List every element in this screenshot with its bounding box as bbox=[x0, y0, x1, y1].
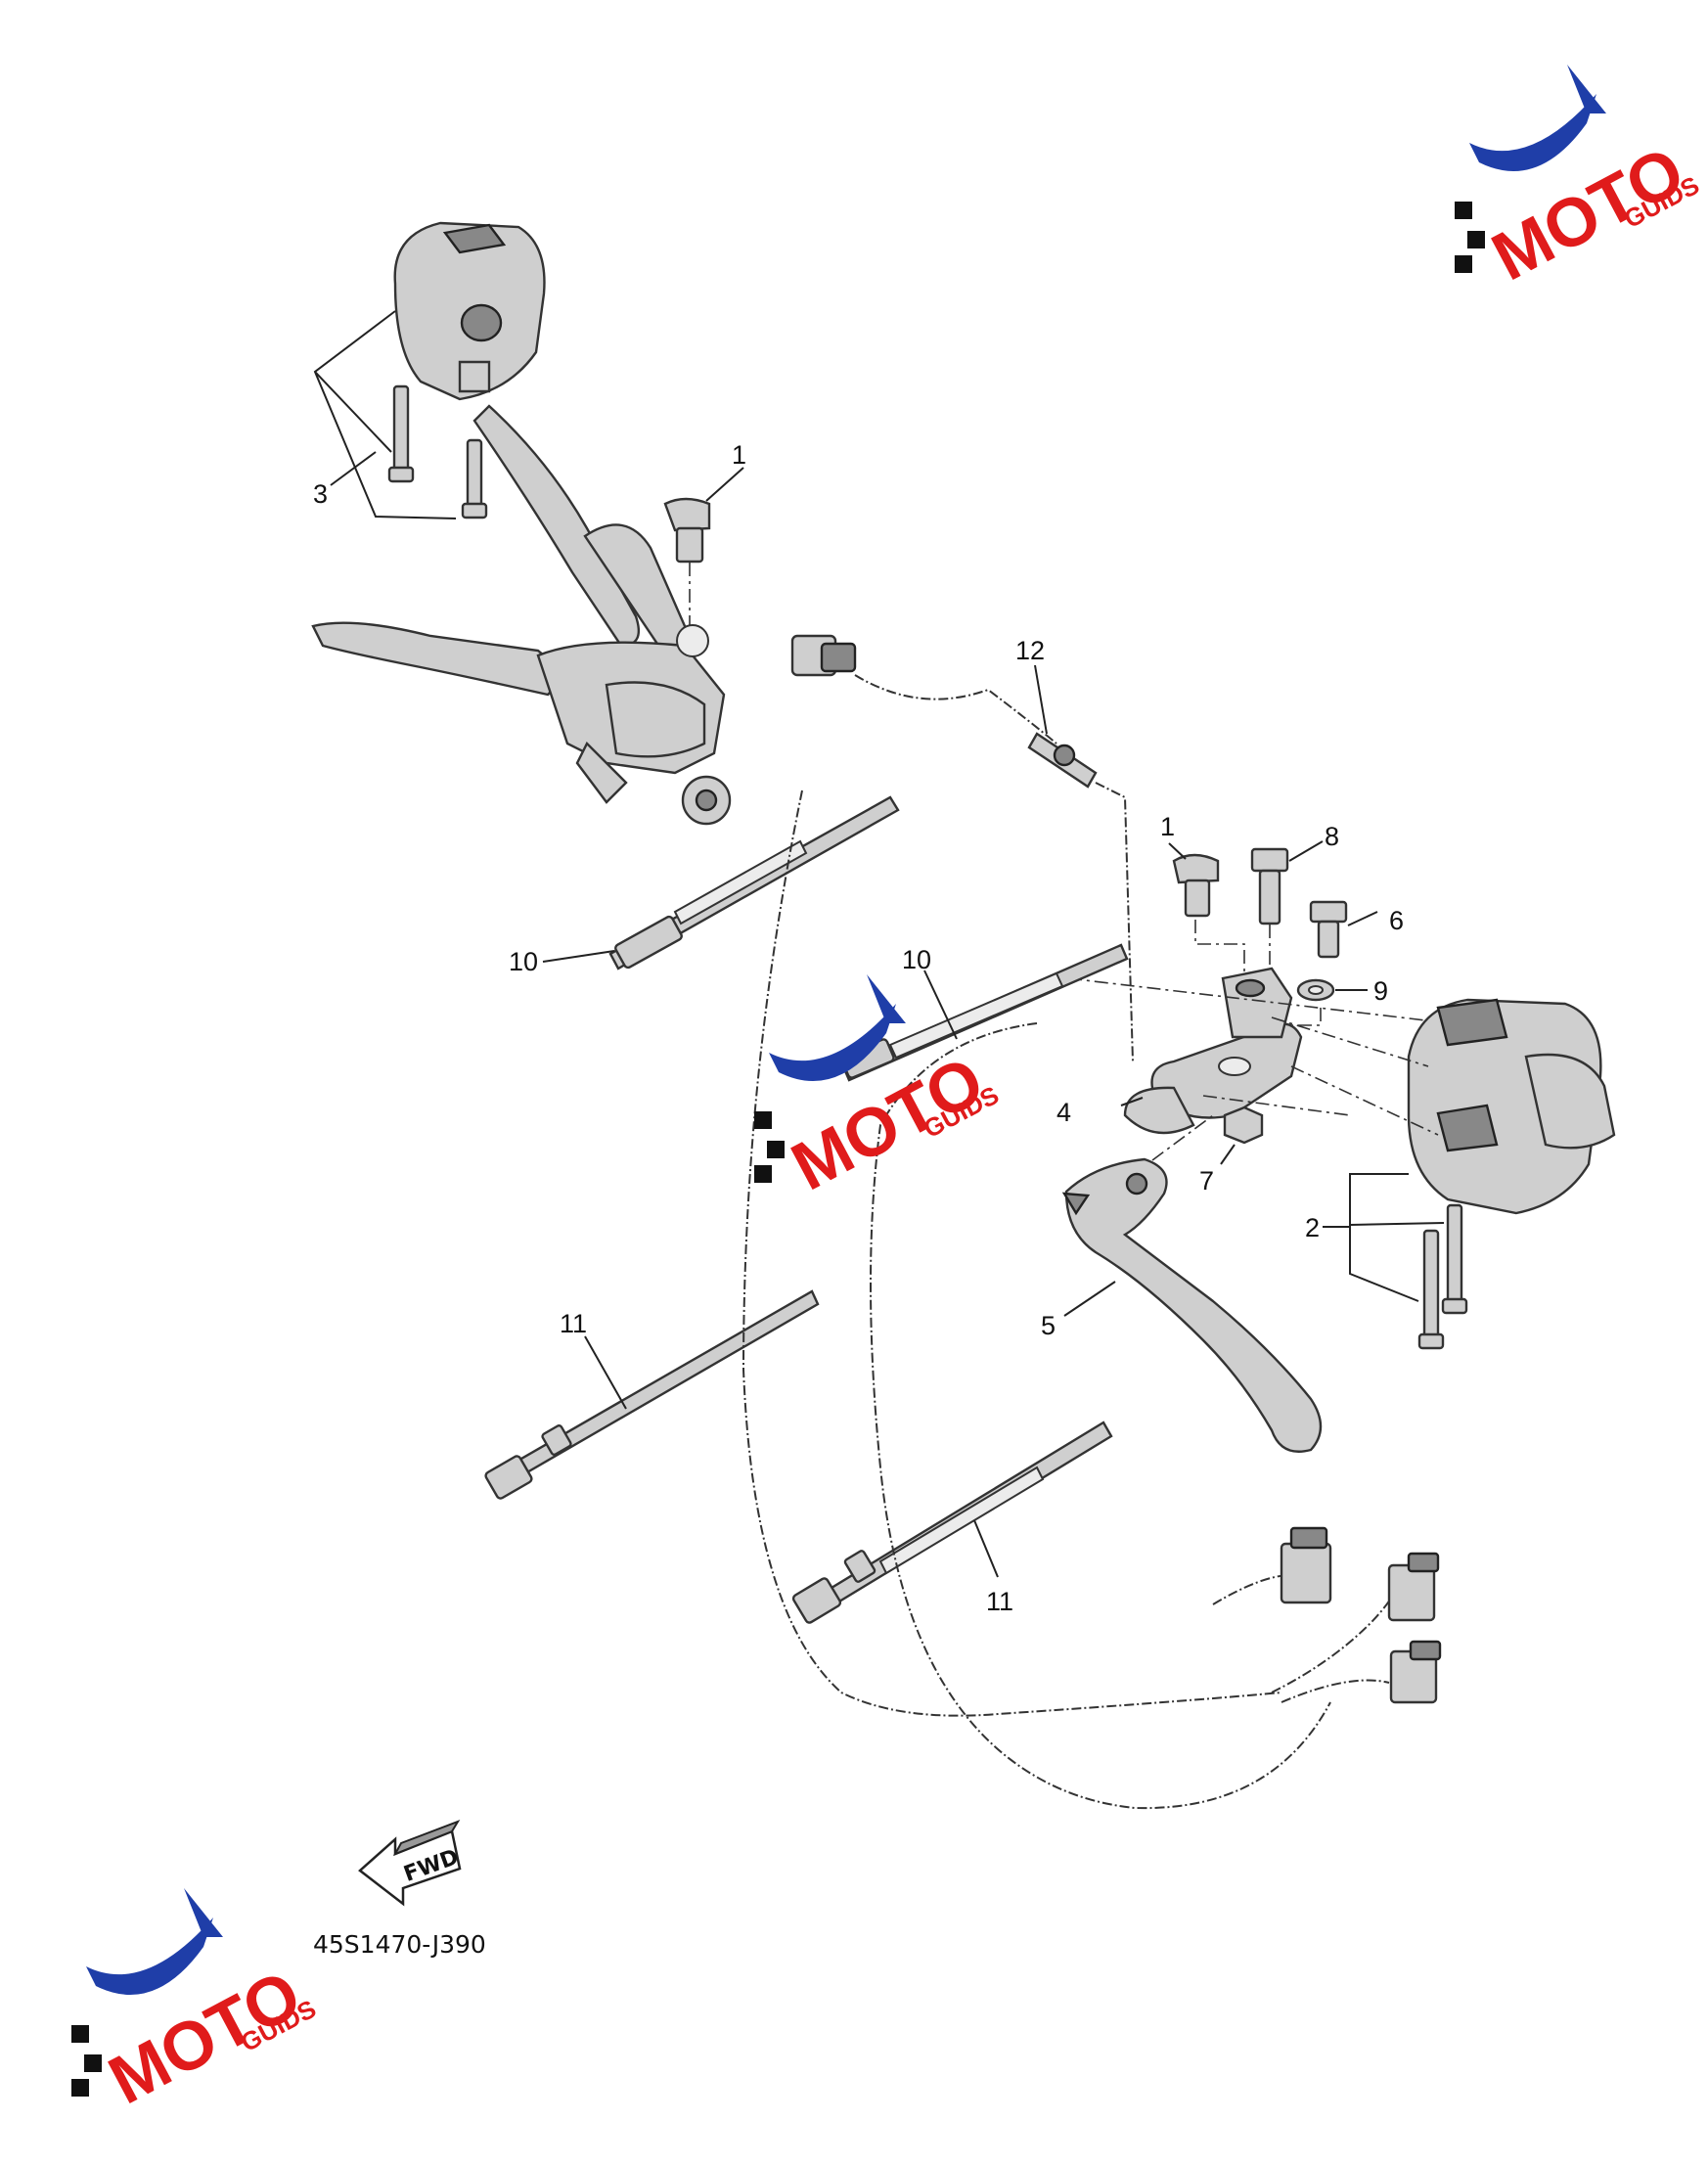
drawing-code: 45S1470-J390 bbox=[313, 1930, 486, 1959]
handlebar-grip-left bbox=[472, 404, 687, 657]
callout-11-bottom: 11 bbox=[986, 1587, 1013, 1616]
cable-tie-11-left bbox=[484, 1289, 820, 1500]
callout-2: 2 bbox=[1305, 1213, 1320, 1242]
front-brake-master-cylinder bbox=[311, 621, 732, 826]
callout-9: 9 bbox=[1373, 976, 1388, 1006]
callout-4: 4 bbox=[1056, 1098, 1071, 1127]
callout-7: 7 bbox=[1199, 1166, 1214, 1196]
watermark-logo-center: MOTO GUIDS bbox=[754, 974, 1004, 1205]
right-handlebar-switch bbox=[1407, 998, 1616, 1215]
bolt-3a bbox=[387, 384, 415, 483]
cable-tie-10-middle bbox=[840, 943, 1129, 1082]
cable-tie-11-bottom bbox=[791, 1421, 1113, 1624]
screw-1-right bbox=[1172, 853, 1220, 918]
bolt-6 bbox=[1309, 900, 1348, 959]
fwd-arrow-icon bbox=[358, 1820, 462, 1907]
bolt-8 bbox=[1250, 847, 1289, 925]
callout-10-left: 10 bbox=[509, 947, 538, 976]
multi-pin-connector bbox=[1212, 1526, 1442, 1704]
bolt-3b bbox=[461, 438, 488, 519]
watermark-logo-top-right: MOTO GUIDS bbox=[1455, 65, 1704, 295]
callout-8: 8 bbox=[1325, 822, 1339, 851]
callout-11-left: 11 bbox=[560, 1309, 587, 1338]
screw-2b bbox=[1417, 1229, 1445, 1350]
callout-1-right: 1 bbox=[1160, 812, 1175, 841]
clutch-switch-12 bbox=[790, 634, 1134, 1062]
cable-tie-10-left bbox=[608, 795, 900, 970]
callout-3: 3 bbox=[313, 479, 328, 509]
nut-7 bbox=[1223, 1106, 1264, 1145]
callout-10-middle: 10 bbox=[902, 945, 931, 974]
clutch-lever-5 bbox=[1061, 1157, 1323, 1453]
lever-bracket-4 bbox=[1123, 967, 1303, 1135]
callout-1-top: 1 bbox=[732, 440, 746, 470]
callout-5: 5 bbox=[1041, 1311, 1056, 1340]
washer-9 bbox=[1296, 978, 1335, 1002]
callout-6: 6 bbox=[1389, 906, 1404, 935]
callout-12: 12 bbox=[1015, 636, 1045, 665]
screw-2a bbox=[1441, 1203, 1468, 1315]
screw-1-top bbox=[663, 497, 711, 564]
watermark-logo-bottom-left: MOTO GUIDS bbox=[71, 1888, 321, 2119]
left-handlebar-switch bbox=[393, 221, 546, 401]
